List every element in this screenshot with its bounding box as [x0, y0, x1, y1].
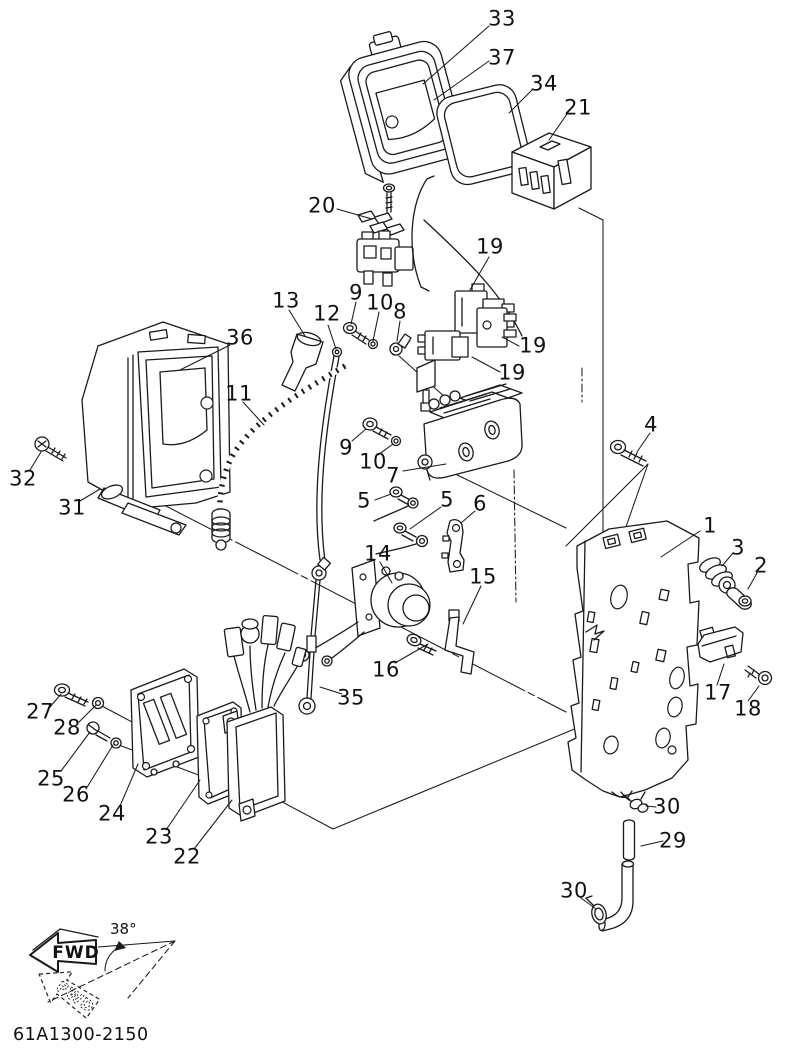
part-callout-15: 15 [469, 564, 497, 589]
relay-21 [511, 132, 592, 210]
part-callout-12: 12 [313, 301, 341, 326]
cover-36 [81, 321, 231, 509]
part-callout-2: 2 [754, 553, 768, 578]
part-callout-32: 32 [9, 466, 37, 491]
spark-cap-13 [281, 331, 324, 392]
flag-marker [416, 359, 436, 412]
bolt-9-lower [362, 417, 392, 440]
part-callout-36: 36 [226, 325, 254, 350]
part-callout-18: 18 [734, 696, 762, 721]
bolt-4 [609, 439, 647, 467]
connector-19-bottom [417, 330, 469, 361]
lead-wires-12 [316, 346, 343, 562]
part-callout-16: 16 [372, 657, 400, 682]
grommet-3 [699, 557, 736, 594]
connector-19-right [476, 307, 517, 348]
ground-wire-35 [298, 556, 332, 715]
hose-29 [598, 819, 636, 932]
part-callout-20: 20 [308, 193, 336, 218]
part-callout-26: 26 [62, 782, 90, 807]
part-callout-22: 22 [173, 844, 201, 869]
part-callout-19: 19 [476, 234, 504, 259]
bracket-15 [444, 609, 475, 675]
part-callout-17: 17 [704, 680, 732, 705]
clamp-30-lower [585, 895, 607, 925]
part-callout-21: 21 [564, 95, 592, 120]
relay-cover-33 [339, 31, 465, 183]
link-6 [441, 519, 465, 573]
clip-17 [697, 626, 744, 663]
part-callout-8: 8 [393, 299, 407, 324]
screw-32 [34, 436, 67, 462]
clamp-30-upper [620, 791, 649, 813]
part-callout-30: 30 [653, 794, 681, 819]
bolt-27 [53, 683, 89, 707]
plate-24 [130, 668, 200, 778]
battery-cable-11 [211, 363, 347, 551]
part-callout-24: 24 [98, 801, 126, 826]
drawing-code: 61A1300-2150 [13, 1025, 149, 1045]
part-callout-11: 11 [225, 381, 253, 406]
part-callout-35: 35 [337, 685, 365, 710]
part-callout-25: 25 [37, 766, 65, 791]
bracket-1 [567, 520, 700, 799]
collar-2 [726, 587, 752, 610]
grouping-brace [411, 175, 435, 292]
gasket-34 [436, 84, 531, 186]
angle-annotation: 38° [47, 920, 176, 1003]
leader-lines [29, 25, 760, 910]
screw-5-lower [393, 522, 417, 542]
fwd-arrow-ghost: FWD [38, 971, 101, 1019]
part-callout-4: 4 [644, 412, 658, 437]
part-callout-5: 5 [357, 488, 371, 513]
washer-10-lower [390, 435, 402, 447]
part-callout-34: 34 [530, 71, 558, 96]
part-callout-30: 30 [560, 878, 588, 903]
part-callout-28: 28 [53, 715, 81, 740]
angle-label: 38° [110, 920, 137, 938]
clamp-8 [389, 333, 412, 356]
part-callout-1: 1 [703, 513, 717, 538]
fwd-arrow: FWD [29, 928, 99, 973]
part-callout-10: 10 [366, 290, 394, 315]
part-callout-6: 6 [473, 491, 487, 516]
washer-26 [110, 737, 122, 749]
ring-terminal-wires [373, 497, 429, 555]
junction-box-7 [417, 383, 523, 481]
part-callout-5: 5 [440, 487, 454, 512]
screw-18 [744, 665, 773, 686]
clamp-31 [97, 484, 187, 536]
part-callout-27: 27 [26, 699, 54, 724]
part-callout-19: 19 [498, 360, 526, 385]
part-callout-10: 10 [359, 449, 387, 474]
clips-20 [357, 210, 405, 236]
screw-25 [86, 721, 111, 742]
part-callout-7: 7 [386, 463, 400, 488]
bolt-16 [406, 633, 437, 656]
fwd-ghost-label: FWD [53, 978, 98, 1017]
part-callout-14: 14 [364, 541, 392, 566]
part-callout-23: 23 [145, 824, 173, 849]
part-callout-19: 19 [519, 333, 547, 358]
connector-holder-20 [356, 230, 414, 287]
part-callout-9: 9 [349, 280, 363, 305]
part-callout-31: 31 [58, 495, 86, 520]
part-callout-33: 33 [488, 6, 516, 31]
bolt-9-upper [342, 321, 370, 345]
part-callout-9: 9 [339, 435, 353, 460]
cdi-unit-22 [222, 614, 307, 822]
part-callout-13: 13 [272, 288, 300, 313]
part-callout-3: 3 [731, 535, 745, 560]
screw-above-20 [382, 183, 396, 213]
part-callout-29: 29 [659, 828, 687, 853]
part-callout-37: 37 [488, 45, 516, 70]
fwd-label: FWD [52, 943, 99, 963]
